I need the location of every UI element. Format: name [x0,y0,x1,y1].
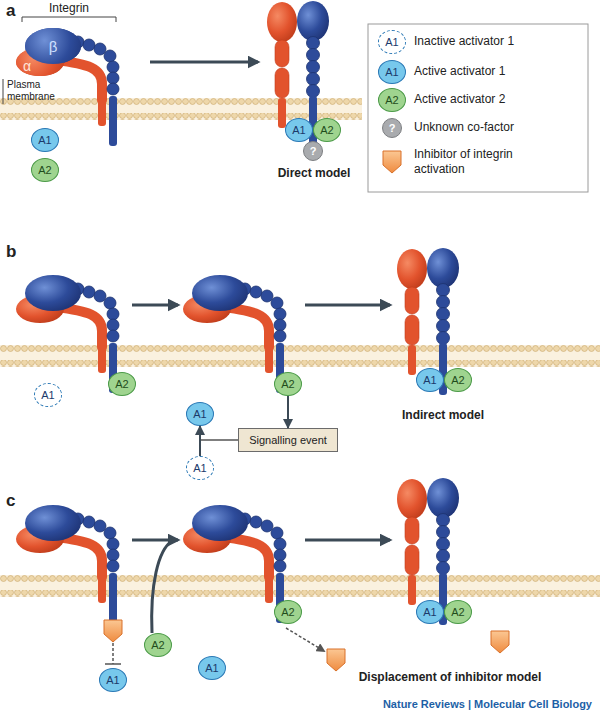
node-text: ? [310,146,317,157]
inhibitor-shape [327,649,345,671]
legend-text: Inhibitor of integrin activation [414,147,564,177]
node-text: Signalling event [249,434,327,446]
inhibitor-shape [491,631,509,653]
activator-2: A2 [108,372,136,396]
activator-1: A1 [416,368,444,392]
activator-1: A1 [99,668,127,692]
legend-swatch: A2 [378,88,406,112]
inhibitor-shape [104,620,122,642]
legend-box [368,24,588,192]
membrane-band [0,575,600,597]
beta-head: β [25,28,81,64]
bent-integrin [183,275,286,393]
part-name: Plasma membrane [7,79,65,103]
part-name: Integrin [49,1,89,16]
swatch-text: ? [389,123,396,134]
node-text: A2 [151,640,164,651]
node-text: A2 [281,379,294,390]
cofactor-circle: ? [303,141,323,161]
step-arrow [305,304,390,307]
legend-sample: A1 [378,30,406,54]
membrane-band [0,345,600,367]
activator-2: A2 [313,118,341,142]
inhibition-bar [105,663,121,665]
inhibitor-shape [383,151,401,173]
activator-1: A1 [285,118,313,142]
node-text: α [23,58,31,74]
model-name: Displacement of inhibitor model [359,670,542,685]
activator-1: A1 [416,600,444,624]
activator-2: A2 [31,158,59,182]
model-name: Direct model [278,166,351,181]
swatch-text: A1 [385,67,398,78]
bent-integrin [16,275,119,393]
inactive-activator: A1 [34,383,62,407]
node-text: A1 [41,390,54,401]
activator-2: A2 [274,372,302,396]
step-arrow [150,61,258,64]
node-text: A2 [38,165,51,176]
node-text: A1 [193,409,206,420]
panel-letter: c [6,492,15,510]
activator-2: A2 [144,633,172,657]
leader-line [3,79,4,104]
step-arrow [305,539,390,542]
swatch-text: A2 [385,95,398,106]
node-text: β [49,38,58,55]
node-text: A2 [451,375,464,386]
node-text: A1 [193,463,206,474]
swatch-text: A1 [385,37,398,48]
panel-letter: a [6,2,15,20]
activator-1: A1 [198,656,226,680]
joining-curve [152,541,172,633]
legend-text: Active activator 2 [414,92,564,107]
node-text: A1 [423,375,436,386]
credit-line: Nature Reviews | Molecular Cell Biology [383,697,592,712]
node-text: A1 [38,135,51,146]
activator-1: A1 [186,402,214,426]
connector-arrow [199,426,201,456]
leader-line [200,439,238,441]
bent-integrin [16,505,119,623]
bent-integrin [183,505,286,623]
node-text: A1 [292,125,305,136]
node-text: A2 [115,379,128,390]
node-text: A2 [451,607,464,618]
node-text: A1 [423,607,436,618]
model-name: Indirect model [402,408,484,423]
activator-2: A2 [274,600,302,624]
connector-arrow [287,396,289,428]
inactive-activator: A1 [186,456,214,480]
activator-2: A2 [444,600,472,624]
bracket [22,17,116,22]
legend-text: Inactive activator 1 [414,34,564,49]
inhibition-line [112,643,114,664]
activator-2: A2 [444,368,472,392]
process-box: Signalling event [238,428,338,452]
node-text: A1 [106,675,119,686]
legend-swatch: A1 [378,60,406,84]
panel-letter: b [6,243,16,261]
legend-text: Active activator 1 [414,64,564,79]
node-text: A1 [205,663,218,674]
legend-text: Unknown co-factor [414,120,564,135]
node-text: A2 [281,607,294,618]
activator-1: A1 [31,128,59,152]
legend-swatch: ? [382,118,402,138]
displacement-arrow [286,628,324,651]
step-arrow [132,304,178,307]
node-text: A2 [320,125,333,136]
